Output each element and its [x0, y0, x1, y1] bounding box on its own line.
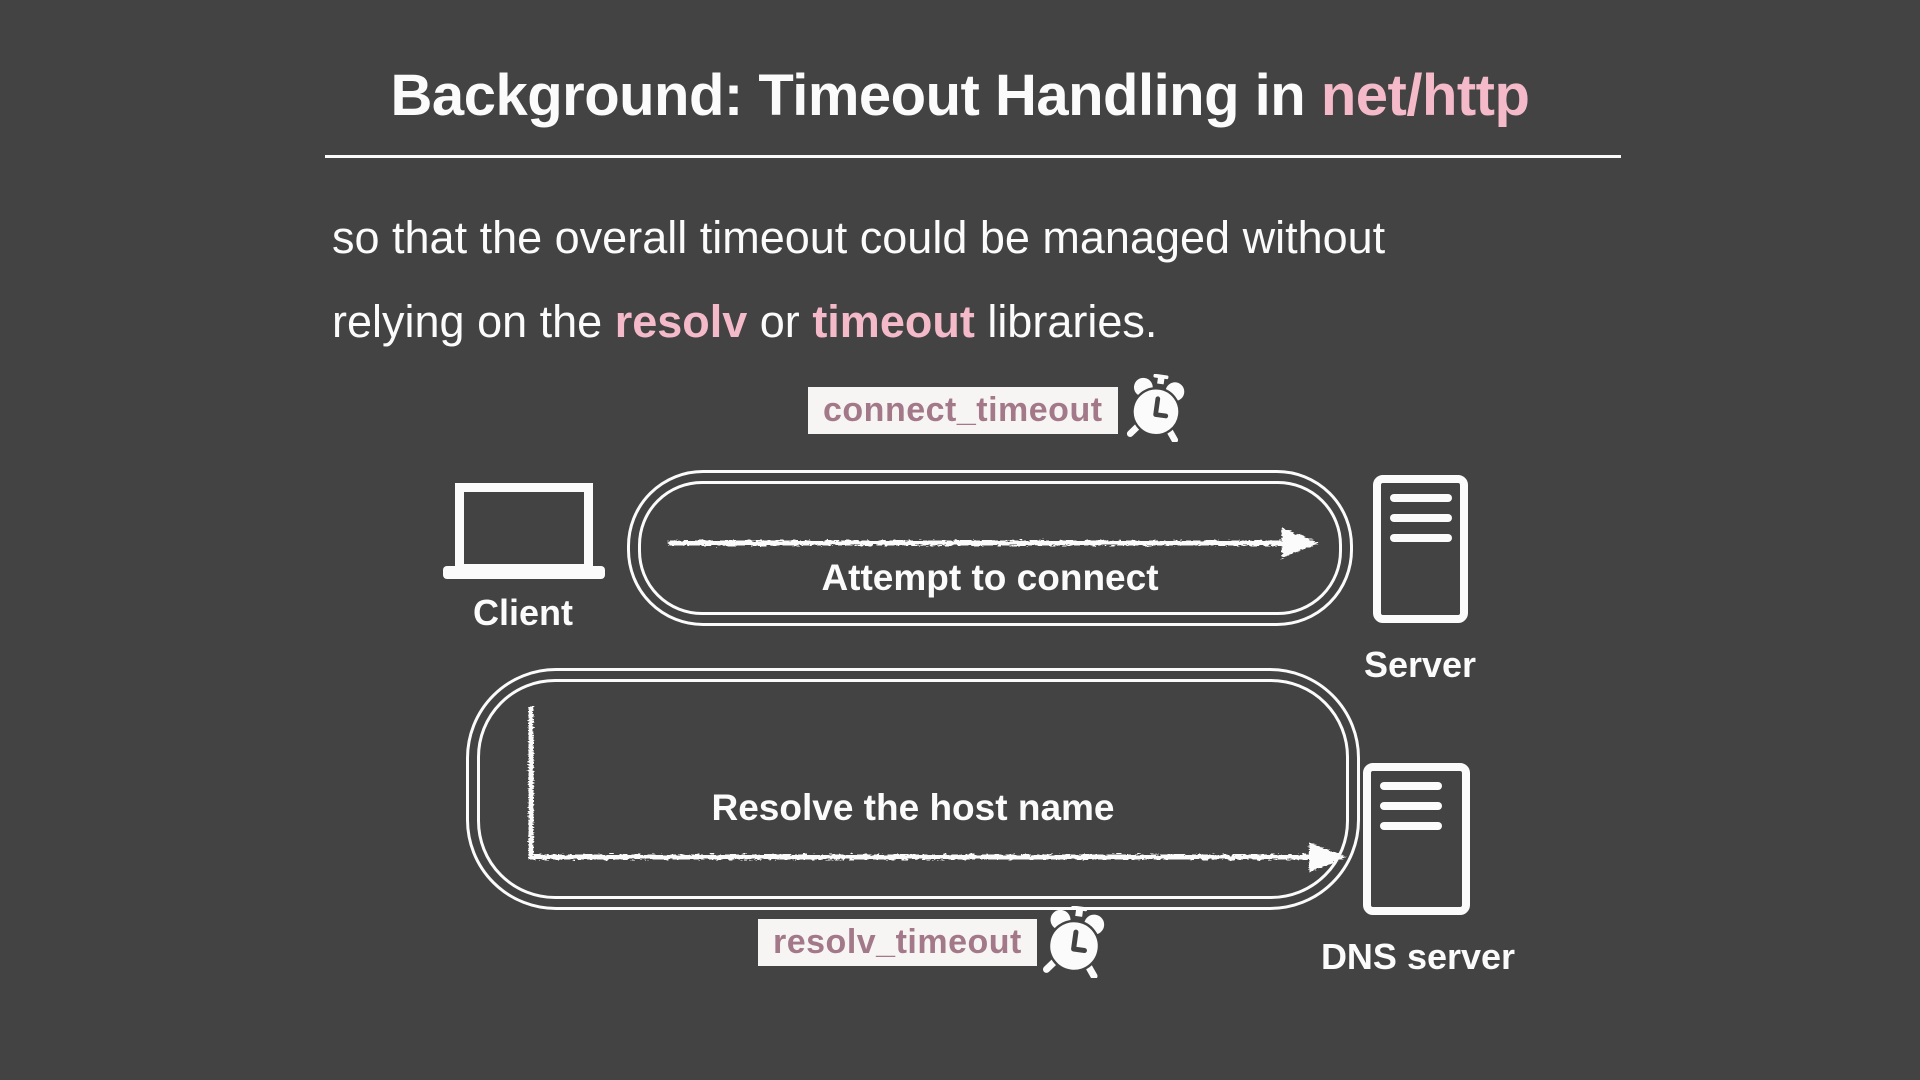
timeout-keyword: timeout — [812, 296, 975, 347]
title-divider — [325, 155, 1621, 158]
body-line-2: relying on the resolv or timeout librari… — [332, 280, 1385, 364]
body-line-2-text: libraries. — [974, 296, 1158, 347]
client-label: Client — [472, 592, 573, 633]
dns-server-icon — [1363, 763, 1470, 915]
connect-timeout-chip: connect_timeout — [808, 387, 1118, 434]
connect-box: Attempt to connect — [627, 470, 1353, 626]
resolve-arrow — [528, 707, 1347, 872]
body-paragraph: so that the overall timeout could be man… — [332, 196, 1385, 364]
server-icon-slot — [1380, 782, 1442, 790]
dns-server-label: DNS server — [1320, 936, 1516, 977]
body-line-2-text: relying on the — [332, 296, 615, 347]
page-title-highlight: net/http — [1320, 63, 1530, 128]
resolv-keyword: resolv — [614, 296, 748, 347]
server-label: Server — [1363, 644, 1477, 685]
alarm-clock-icon — [1042, 906, 1105, 978]
alarm-clock-icon — [1126, 374, 1185, 442]
page-title: Background: Timeout Handling in net/http — [0, 62, 1920, 129]
server-icon-slot — [1390, 494, 1452, 502]
resolve-box: Resolve the host name — [466, 668, 1360, 910]
laptop-icon-base — [443, 566, 605, 579]
resolv-timeout-chip: resolv_timeout — [758, 919, 1037, 966]
laptop-icon — [455, 483, 593, 573]
connect-arrow — [668, 528, 1320, 558]
page-title-text: Background: Timeout Handling in — [390, 63, 1321, 128]
server-icon-slot — [1380, 802, 1442, 810]
resolve-box-caption: Resolve the host name — [711, 787, 1115, 828]
server-icon-slot — [1390, 514, 1452, 522]
server-icon — [1373, 475, 1468, 623]
server-icon-slot — [1380, 822, 1442, 830]
body-line-2-text: or — [747, 296, 813, 347]
body-line-1: so that the overall timeout could be man… — [332, 212, 1386, 263]
connect-box-caption: Attempt to connect — [821, 557, 1159, 598]
server-icon-slot — [1390, 534, 1452, 542]
